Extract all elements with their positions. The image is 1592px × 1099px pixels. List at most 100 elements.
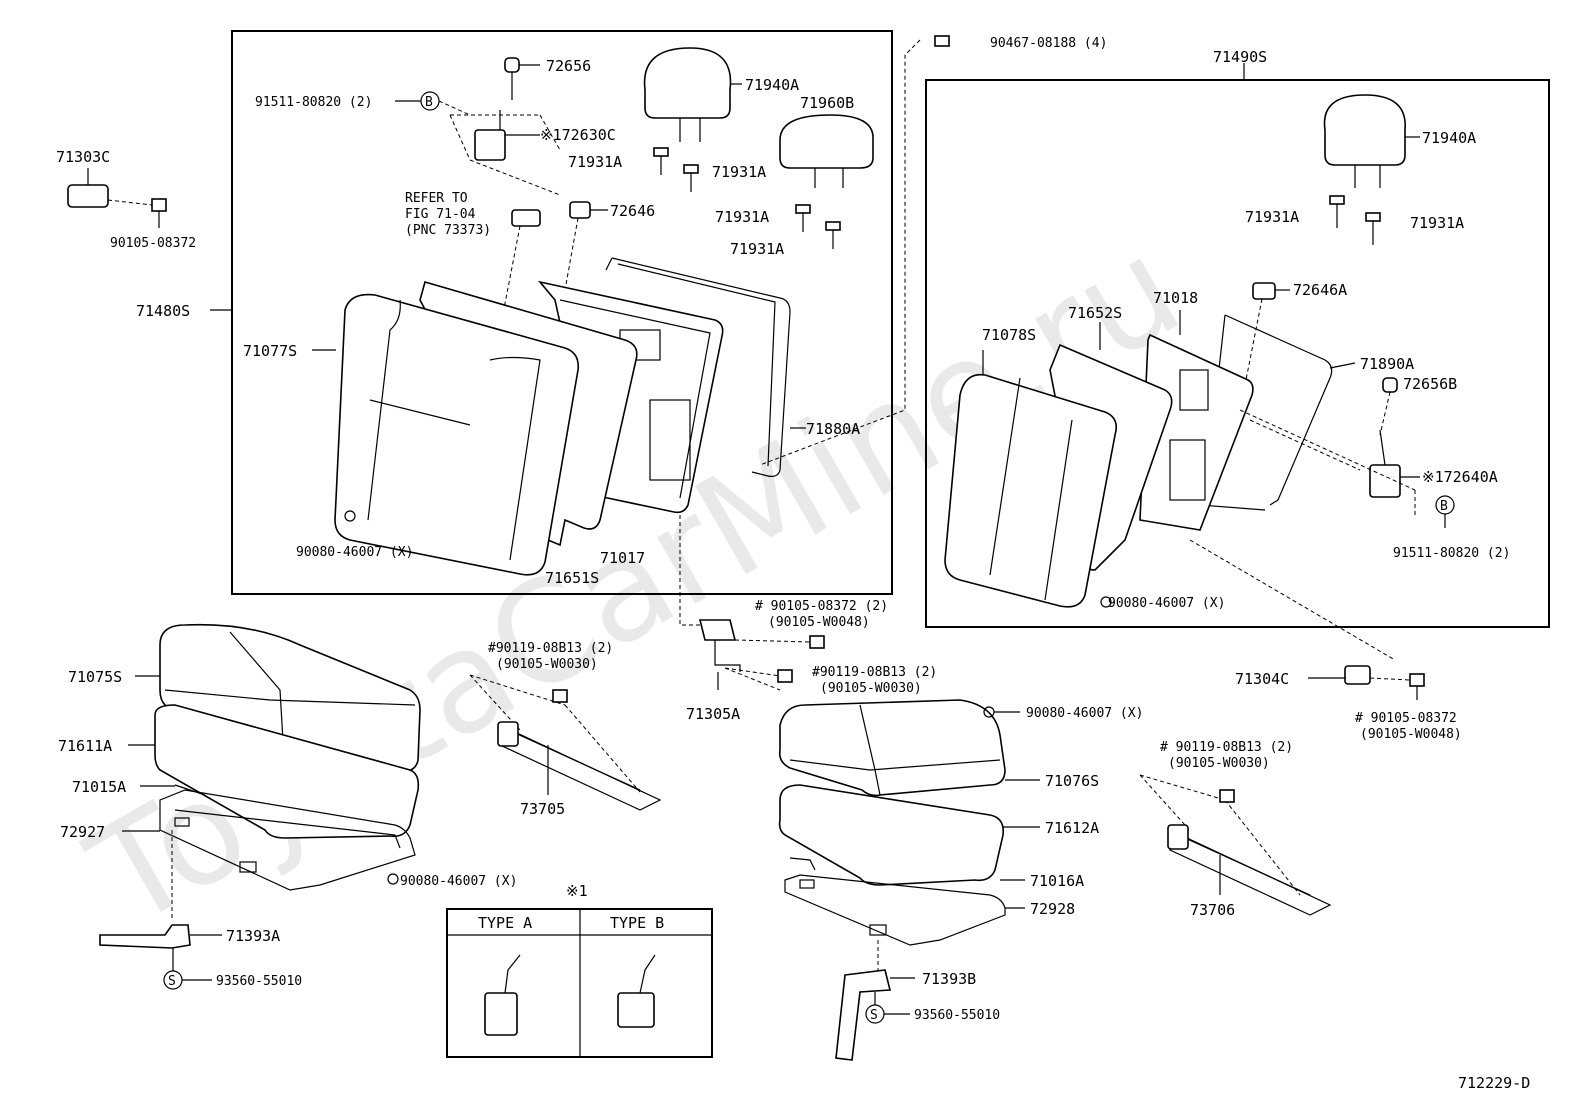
group-box-71490S bbox=[925, 79, 1550, 628]
bolt-71931A-2 bbox=[683, 164, 699, 192]
label-71931A-5: 71931A bbox=[1245, 208, 1299, 226]
guide-72646A bbox=[1252, 282, 1276, 300]
label-note-mark: ※1 bbox=[566, 882, 588, 900]
label-71890A: 71890A bbox=[1360, 355, 1414, 373]
cushion-frame-72927 bbox=[159, 789, 416, 891]
cap-72656 bbox=[504, 57, 520, 100]
bolt-90467 bbox=[934, 35, 950, 47]
label-71931A-6: 71931A bbox=[1410, 214, 1464, 232]
cushion-pad-71612A bbox=[778, 784, 1005, 886]
bolt-71931A-6 bbox=[1365, 212, 1381, 245]
headrest-71940A-right bbox=[1323, 94, 1406, 188]
label-71651S: 71651S bbox=[545, 569, 599, 587]
lever-71393A bbox=[99, 924, 191, 949]
label-71931A-2: 71931A bbox=[712, 163, 766, 181]
circle-b-right: B bbox=[1440, 499, 1448, 514]
label-71017: 71017 bbox=[600, 549, 645, 567]
label-72927: 72927 bbox=[60, 823, 105, 841]
label-72646A: 72646A bbox=[1293, 281, 1347, 299]
label-90080-bottom-left: 90080-46007 (X) bbox=[400, 874, 517, 889]
label-71015A: 71015A bbox=[72, 778, 126, 796]
part-labels: 72656 71940A 71960B 91511-80820 (2) ※172… bbox=[56, 36, 1530, 1092]
label-90080-center: 90080-46007 (X) bbox=[1026, 706, 1143, 721]
label-90105-top: # 90105-08372 (2) bbox=[755, 599, 888, 614]
label-73706: 73706 bbox=[1190, 901, 1235, 919]
label-90105-w0048-right: (90105-W0048) bbox=[1360, 727, 1462, 742]
rail-73706 bbox=[1167, 824, 1332, 916]
bolt-90105-center bbox=[809, 635, 825, 649]
cover-71077S bbox=[334, 293, 580, 576]
label-refer-1: REFER TO bbox=[405, 191, 468, 206]
label-71931A-3: 71931A bbox=[715, 208, 769, 226]
label-71393A: 71393A bbox=[226, 927, 280, 945]
bolt-90119-right bbox=[1219, 789, 1235, 803]
label-71612A: 71612A bbox=[1045, 819, 1099, 837]
label-72630C: ※172630C bbox=[540, 126, 616, 144]
type-b-buckle bbox=[617, 954, 656, 1028]
label-71018: 71018 bbox=[1153, 289, 1198, 307]
label-71305A: 71305A bbox=[686, 705, 740, 723]
bolt-71931A-1 bbox=[653, 147, 669, 175]
bolt-90119-center bbox=[777, 669, 793, 683]
frame-71880A bbox=[605, 257, 791, 477]
label-type-a: TYPE A bbox=[478, 914, 532, 932]
cap-72656B bbox=[1382, 377, 1398, 393]
buckle-72640A bbox=[1369, 429, 1401, 498]
label-71303C: 71303C bbox=[56, 148, 110, 166]
buckle-72630C bbox=[474, 110, 506, 161]
label-90119-center: #90119-08B13 (2) bbox=[812, 665, 937, 680]
label-71077S: 71077S bbox=[243, 342, 297, 360]
bolt-71931A-3 bbox=[795, 204, 811, 232]
label-93560-right: 93560-55010 bbox=[914, 1008, 1000, 1023]
cushion-cover-71076S bbox=[778, 699, 1006, 797]
cushion-frame-71015A bbox=[174, 784, 206, 796]
label-72656: 72656 bbox=[546, 57, 591, 75]
hinge-71304C bbox=[1344, 665, 1371, 685]
bolt-90105-right bbox=[1409, 673, 1425, 687]
hinge-71303C bbox=[67, 184, 109, 208]
label-71652S: 71652S bbox=[1068, 304, 1122, 322]
label-90105-w0048: (90105-W0048) bbox=[768, 615, 870, 630]
label-71076S: 71076S bbox=[1045, 772, 1099, 790]
label-71880A: 71880A bbox=[806, 420, 860, 438]
label-72640A: ※172640A bbox=[1422, 468, 1498, 486]
bolt-90119-left bbox=[552, 689, 568, 703]
label-93560-left: 93560-55010 bbox=[216, 974, 302, 989]
label-71304C: 71304C bbox=[1235, 670, 1289, 688]
label-71078S: 71078S bbox=[982, 326, 1036, 344]
cushion-pad-71611A bbox=[154, 704, 420, 839]
label-71940A-right: 71940A bbox=[1422, 129, 1476, 147]
label-90080-right: 90080-46007 (X) bbox=[1108, 596, 1225, 611]
diagram-code: 712229-D bbox=[1458, 1074, 1530, 1092]
label-90105-w0030-left: (90105-W0030) bbox=[496, 657, 598, 672]
lever-71393B bbox=[835, 969, 892, 1061]
frame-71890A bbox=[1224, 314, 1333, 506]
label-90467: 90467-08188 (4) bbox=[990, 36, 1107, 51]
group-box-71480S bbox=[231, 30, 893, 595]
frame-71018 bbox=[1139, 333, 1254, 531]
headrest-71960B bbox=[779, 114, 874, 188]
label-refer-3: (PNC 73373) bbox=[405, 223, 491, 238]
label-90080-left: 90080-46007 (X) bbox=[296, 545, 413, 560]
label-90105-w0030-right: (90105-W0030) bbox=[1168, 756, 1270, 771]
label-72646: 72646 bbox=[610, 202, 655, 220]
rail-73705 bbox=[497, 721, 662, 811]
type-a-buckle bbox=[484, 954, 521, 1036]
circle-b-left: B bbox=[425, 95, 433, 110]
label-71931A-1: 71931A bbox=[568, 153, 622, 171]
bolt-71931A-5 bbox=[1329, 195, 1345, 228]
circle-s-left: S bbox=[168, 974, 176, 989]
label-72656B: 72656B bbox=[1403, 375, 1457, 393]
label-71016A: 71016A bbox=[1030, 872, 1084, 890]
label-71940A-left: 71940A bbox=[745, 76, 799, 94]
cushion-frame-72928 bbox=[784, 874, 1006, 946]
label-90105-right: # 90105-08372 bbox=[1355, 711, 1457, 726]
label-refer-2: FIG 71-04 bbox=[405, 207, 476, 222]
circle-s-right: S bbox=[870, 1008, 878, 1023]
cushion-frame-71016A bbox=[789, 857, 816, 871]
label-71611A: 71611A bbox=[58, 737, 112, 755]
label-91511-right: 91511-80820 (2) bbox=[1393, 546, 1510, 561]
label-type-b: TYPE B bbox=[610, 914, 664, 932]
label-71393B: 71393B bbox=[922, 970, 976, 988]
